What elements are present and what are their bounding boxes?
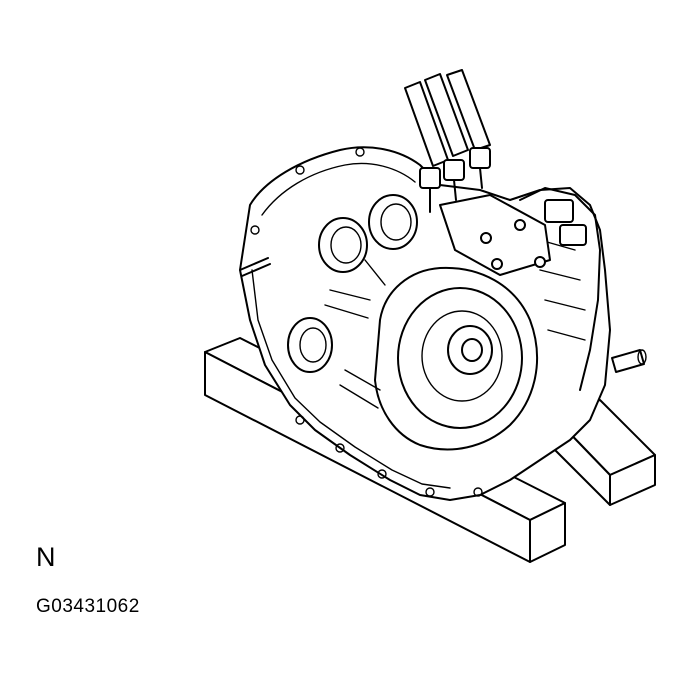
housing-ribs <box>324 259 386 409</box>
figure-code: G03431062 <box>36 596 140 617</box>
top-bracket <box>439 194 551 276</box>
output-stub <box>611 349 647 373</box>
cable-connectors <box>404 69 491 213</box>
housing-openings <box>287 194 418 373</box>
side-case <box>519 187 601 391</box>
converter-housing <box>374 266 538 451</box>
locating-pin <box>239 257 271 277</box>
flange-bolts <box>250 147 483 497</box>
orientation-label: N <box>36 542 56 572</box>
